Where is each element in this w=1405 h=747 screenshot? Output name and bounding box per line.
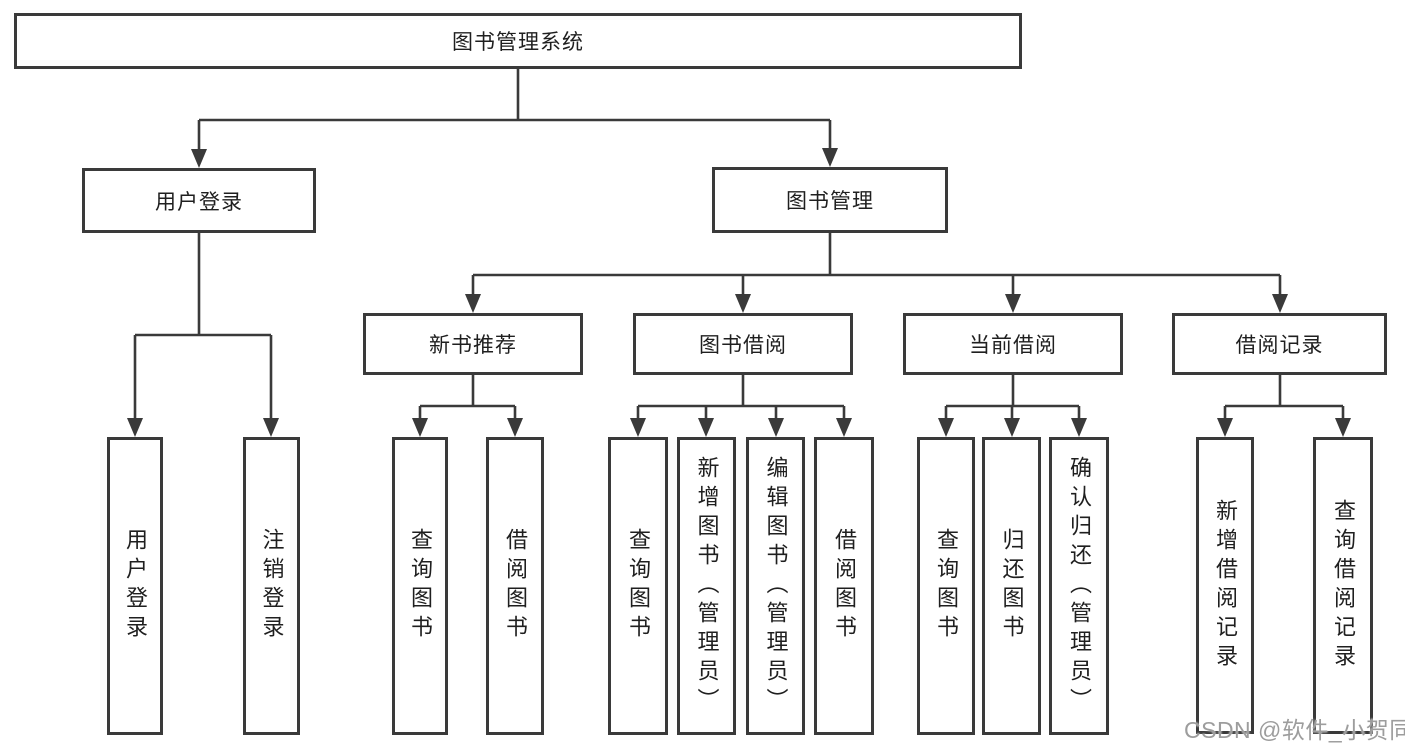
leaf-add-borrow-record-label: 新增借阅记录 (1213, 498, 1238, 673)
connector-current-borrow-to-leaves (938, 375, 1087, 437)
leaf-query-books-borrow-label: 查询图书 (626, 528, 651, 644)
leaf-confirm-return-admin-label: 确认归还（管理员） (1067, 455, 1092, 717)
node-current-borrow: 当前借阅 (903, 313, 1123, 375)
leaf-logout-label: 注销登录 (259, 528, 285, 644)
leaf-query-books-recommend-label: 查询图书 (408, 528, 433, 644)
node-book-management-label: 图书管理 (786, 190, 874, 213)
leaf-logout: 注销登录 (243, 437, 300, 735)
leaf-query-books-recommend: 查询图书 (392, 437, 448, 735)
leaf-return-book: 归还图书 (982, 437, 1041, 735)
leaf-user-login: 用户登录 (107, 437, 163, 735)
leaf-add-borrow-record: 新增借阅记录 (1196, 437, 1254, 734)
node-library-system: 图书管理系统 (14, 13, 1022, 69)
node-user-login: 用户登录 (82, 168, 316, 233)
leaf-borrow-books-recommend-label: 借阅图书 (503, 528, 528, 644)
node-borrow-records: 借阅记录 (1172, 313, 1387, 375)
leaf-confirm-return-admin: 确认归还（管理员） (1049, 437, 1109, 735)
connector-book-mgmt-to-level3 (465, 233, 1288, 313)
leaf-query-books-current-label: 查询图书 (934, 528, 959, 644)
connector-book-borrow-to-leaves (630, 375, 852, 437)
leaf-return-book-label: 归还图书 (999, 528, 1025, 644)
leaf-edit-book-admin: 编辑图书（管理员） (746, 437, 805, 735)
leaf-query-borrow-record: 查询借阅记录 (1313, 437, 1373, 734)
leaf-borrow-books: 借阅图书 (814, 437, 874, 735)
node-new-book-recommend-label: 新书推荐 (429, 334, 517, 357)
leaf-query-books-borrow: 查询图书 (608, 437, 668, 735)
watermark: CSDN @软件_小贺同学 (1184, 717, 1405, 743)
leaf-query-borrow-record-label: 查询借阅记录 (1331, 498, 1356, 673)
node-new-book-recommend: 新书推荐 (363, 313, 583, 375)
connector-root-to-level2 (191, 69, 838, 168)
node-current-borrow-label: 当前借阅 (969, 334, 1057, 357)
node-borrow-records-label: 借阅记录 (1235, 334, 1324, 357)
leaf-add-book-admin: 新增图书（管理员） (677, 437, 736, 735)
leaf-user-login-label: 用户登录 (123, 528, 148, 644)
leaf-borrow-books-label: 借阅图书 (832, 528, 857, 644)
node-book-borrow: 图书借阅 (633, 313, 853, 375)
node-library-system-label: 图书管理系统 (452, 31, 584, 54)
connector-user-login-to-leaves (127, 233, 279, 437)
connector-borrow-records-to-leaves (1217, 375, 1351, 437)
connector-new-book-to-leaves (412, 375, 523, 437)
node-book-management: 图书管理 (712, 167, 948, 233)
leaf-edit-book-admin-label: 编辑图书（管理员） (763, 455, 789, 717)
leaf-query-books-current: 查询图书 (917, 437, 975, 735)
leaf-borrow-books-recommend: 借阅图书 (486, 437, 544, 735)
node-book-borrow-label: 图书借阅 (699, 334, 787, 357)
leaf-add-book-admin-label: 新增图书（管理员） (694, 455, 720, 717)
node-user-login-label: 用户登录 (155, 190, 243, 214)
